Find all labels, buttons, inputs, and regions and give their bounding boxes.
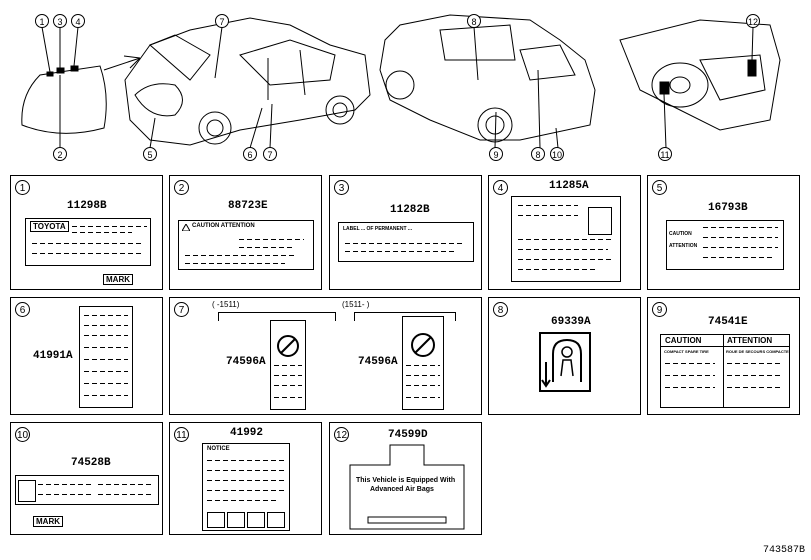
airbag-label-left bbox=[270, 320, 306, 410]
callout-12: 12 bbox=[746, 14, 760, 28]
callout-4: 4 bbox=[71, 14, 85, 28]
child-seat-icon bbox=[539, 332, 591, 392]
part-number: 41991A bbox=[33, 350, 73, 362]
panel-7: 7 ( -1511) (1511- ) 74596A 74596A bbox=[169, 297, 482, 415]
callout-2: 2 bbox=[53, 147, 67, 161]
compact-spare-text: COMPACT SPARE TIRE bbox=[664, 349, 709, 354]
callout-9: 9 bbox=[489, 147, 503, 161]
airbag-label-right bbox=[402, 316, 444, 410]
airbag-warning-icon bbox=[277, 335, 299, 357]
callout-8-top: 8 bbox=[467, 14, 481, 28]
panel-index: 11 bbox=[174, 427, 189, 442]
label-41992: NOTICE bbox=[202, 443, 290, 531]
part-number: 88723E bbox=[228, 200, 268, 212]
caution-text: CAUTION ATTENTION bbox=[192, 223, 255, 229]
hanger-tag-outline bbox=[349, 444, 465, 530]
callout-10: 10 bbox=[550, 147, 564, 161]
label-16793b: CAUTION ATTENTION bbox=[666, 220, 784, 270]
panel-index: 4 bbox=[493, 180, 508, 195]
part-number: 69339A bbox=[551, 316, 591, 328]
callout-11: 11 bbox=[658, 147, 672, 161]
caution-text: CAUTION bbox=[665, 336, 702, 345]
attention-text: ATTENTION bbox=[727, 336, 773, 345]
part-number: 74541E bbox=[708, 316, 748, 328]
part-number: 11285A bbox=[549, 180, 589, 192]
airbag-warning-icon bbox=[411, 333, 435, 357]
panel-10: 10 74528B MARK bbox=[10, 422, 163, 535]
callout-3: 3 bbox=[53, 14, 67, 28]
panel-5: 5 16793B CAUTION ATTENTION bbox=[647, 175, 800, 290]
label-text: LABEL ... OF PERMANENT ... bbox=[343, 226, 413, 232]
callout-7-bottom: 7 bbox=[263, 147, 277, 161]
callout-6: 6 bbox=[243, 147, 257, 161]
panel-11: 11 41992 NOTICE bbox=[169, 422, 322, 535]
panel-4: 4 11285A bbox=[488, 175, 641, 290]
panel-index: 9 bbox=[652, 302, 667, 317]
label-88723e: CAUTION ATTENTION bbox=[178, 220, 314, 270]
panel-1: 1 11298B TOYOTA MARK bbox=[10, 175, 163, 290]
callout-5: 5 bbox=[143, 147, 157, 161]
label-74528b bbox=[15, 475, 159, 505]
mark-tag: MARK bbox=[33, 516, 63, 527]
panel-3: 3 11282B LABEL ... OF PERMANENT ... bbox=[329, 175, 482, 290]
panel-index: 12 bbox=[334, 427, 349, 442]
panel-index: 5 bbox=[652, 180, 667, 195]
part-number: 11282B bbox=[390, 204, 430, 216]
label-11282b: LABEL ... OF PERMANENT ... bbox=[338, 222, 474, 262]
panel-index: 10 bbox=[15, 427, 30, 442]
callout-7-top: 7 bbox=[215, 14, 229, 28]
attention-text: ATTENTION bbox=[669, 243, 698, 249]
panel-index: 6 bbox=[15, 302, 30, 317]
callout-1: 1 bbox=[35, 14, 49, 28]
warning-triangle-icon bbox=[182, 224, 190, 231]
roue-secours-text: ROUE DE SECOURS COMPACTE bbox=[726, 349, 789, 354]
panel-9: 9 74541E CAUTION ATTENTION COMPACT SPARE… bbox=[647, 297, 800, 415]
label-74541e: CAUTION ATTENTION COMPACT SPARE TIRE ROU… bbox=[660, 334, 790, 408]
panel-index: 3 bbox=[334, 180, 349, 195]
diagram-ref: 743587B bbox=[762, 545, 805, 556]
part-number-2: 74596A bbox=[358, 356, 398, 368]
panel-8: 8 69339A bbox=[488, 297, 641, 415]
notice-text: NOTICE bbox=[207, 446, 230, 452]
panel-index: 7 bbox=[174, 302, 189, 317]
panel-12: 12 74599D This Vehicle is Equipped With … bbox=[329, 422, 482, 535]
part-number: 74599D bbox=[388, 429, 428, 441]
panel-index: 8 bbox=[493, 302, 508, 317]
airbag-notice-line-1: This Vehicle is Equipped With bbox=[356, 477, 456, 484]
panel-index: 1 bbox=[15, 180, 30, 195]
part-number: 16793B bbox=[708, 202, 748, 214]
part-number: 74528B bbox=[71, 457, 111, 469]
label-11285a bbox=[511, 196, 621, 282]
callout-8-bottom: 8 bbox=[531, 147, 545, 161]
label-11298b: TOYOTA bbox=[25, 218, 151, 266]
panel-index: 2 bbox=[174, 180, 189, 195]
panel-6: 6 41991A bbox=[10, 297, 163, 415]
brand-text: TOYOTA bbox=[30, 221, 69, 232]
airbag-notice-line-2: Advanced Air Bags bbox=[370, 486, 434, 493]
panel-2: 2 88723E CAUTION ATTENTION bbox=[169, 175, 322, 290]
part-number: 41992 bbox=[230, 427, 264, 439]
range-right: (1511- ) bbox=[342, 300, 370, 309]
vehicle-illustrations bbox=[21, 14, 781, 149]
label-41991a bbox=[79, 306, 133, 408]
range-left: ( -1511) bbox=[212, 300, 240, 309]
mark-tag: MARK bbox=[103, 274, 133, 285]
caution-text: CAUTION bbox=[669, 231, 692, 237]
part-number: 74596A bbox=[226, 356, 266, 368]
part-number: 11298B bbox=[67, 200, 107, 212]
